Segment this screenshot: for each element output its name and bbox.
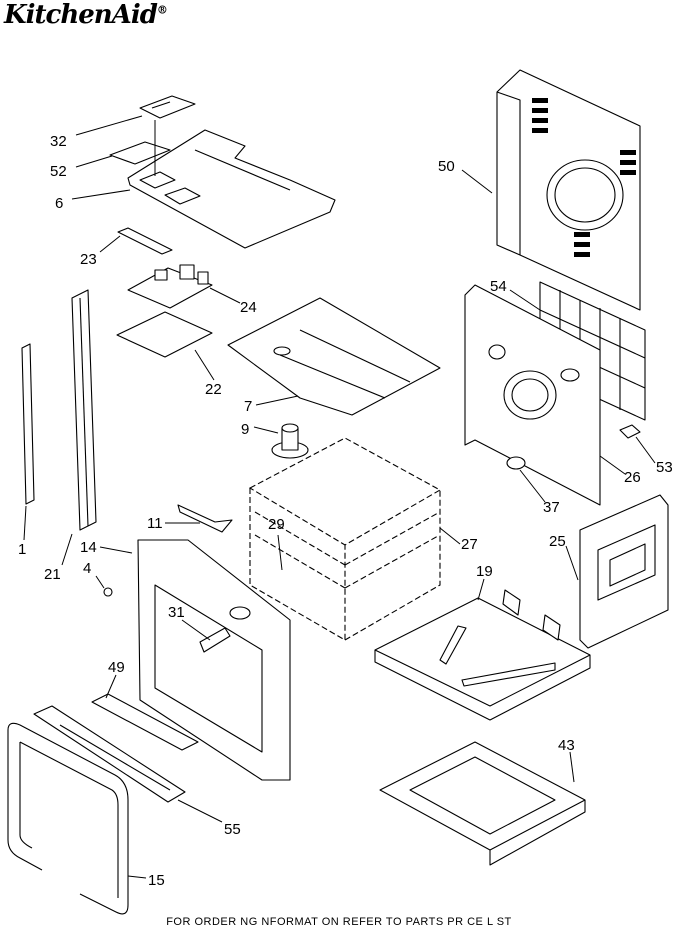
brand-logo: KitchenAid®	[4, 0, 168, 30]
callout-labels: 32 52 6 50 23 24 54 22 7 9 53 26 37 1 21…	[18, 133, 673, 889]
callout-1: 1	[18, 541, 26, 558]
part-31-pin	[199, 627, 231, 653]
part-43-drip-pan	[379, 741, 586, 866]
callout-23: 23	[80, 251, 97, 268]
callout-37: 37	[543, 499, 560, 516]
callout-27: 27	[461, 536, 478, 553]
part-22-cover-plate	[116, 311, 213, 358]
callout-14: 14	[80, 539, 97, 556]
callout-24: 24	[240, 299, 257, 316]
part-9-fan-motor	[271, 423, 309, 459]
callout-53: 53	[656, 459, 673, 476]
leader-lines	[23, 115, 656, 879]
callout-7: 7	[244, 398, 252, 415]
part-49-bar	[91, 693, 199, 751]
part-50-rear-panel	[496, 69, 641, 311]
part-25-side-panel	[579, 494, 669, 649]
part-53-bracket	[619, 424, 641, 439]
callout-43: 43	[558, 737, 575, 754]
callout-9: 9	[241, 421, 249, 438]
callout-25: 25	[549, 533, 566, 550]
part-55-vent-trim	[33, 705, 186, 803]
part-23-bar	[117, 227, 173, 255]
part-14-front-frame	[103, 539, 291, 781]
part-26-back-panel	[464, 284, 601, 506]
callout-6: 6	[55, 195, 63, 212]
part-37-motor	[506, 456, 526, 470]
callout-4: 4	[83, 560, 91, 577]
callout-15: 15	[148, 872, 165, 889]
callout-55: 55	[224, 821, 241, 838]
part-27-oven-cavity	[248, 437, 442, 641]
part-24-bracket	[127, 264, 213, 309]
callout-52: 52	[50, 163, 67, 180]
part-19-bottom-tray	[374, 589, 591, 721]
callout-19: 19	[476, 563, 493, 580]
registered-mark: ®	[156, 3, 168, 17]
part-21-side-rail	[71, 289, 97, 531]
callout-54: 54	[490, 278, 507, 295]
part-7-shelf	[227, 297, 441, 416]
callout-50: 50	[438, 158, 455, 175]
brand-logo-text: KitchenAid	[4, 0, 158, 30]
callout-31: 31	[168, 604, 185, 621]
part-11-sensor	[177, 504, 233, 533]
part-6-top-panel	[127, 120, 336, 249]
callout-22: 22	[205, 381, 222, 398]
callout-32: 32	[50, 133, 67, 150]
part-1-side-trim	[21, 343, 35, 505]
part-32-plate	[139, 95, 196, 119]
callout-11: 11	[147, 515, 163, 532]
callout-21: 21	[44, 566, 61, 583]
callout-29: 29	[268, 516, 285, 533]
callout-49: 49	[108, 659, 125, 676]
part-15-door-gasket	[7, 722, 129, 915]
footer-note: FOR ORDER NG NFORMAT ON REFER TO PARTS P…	[166, 916, 512, 928]
callout-26: 26	[624, 469, 641, 486]
